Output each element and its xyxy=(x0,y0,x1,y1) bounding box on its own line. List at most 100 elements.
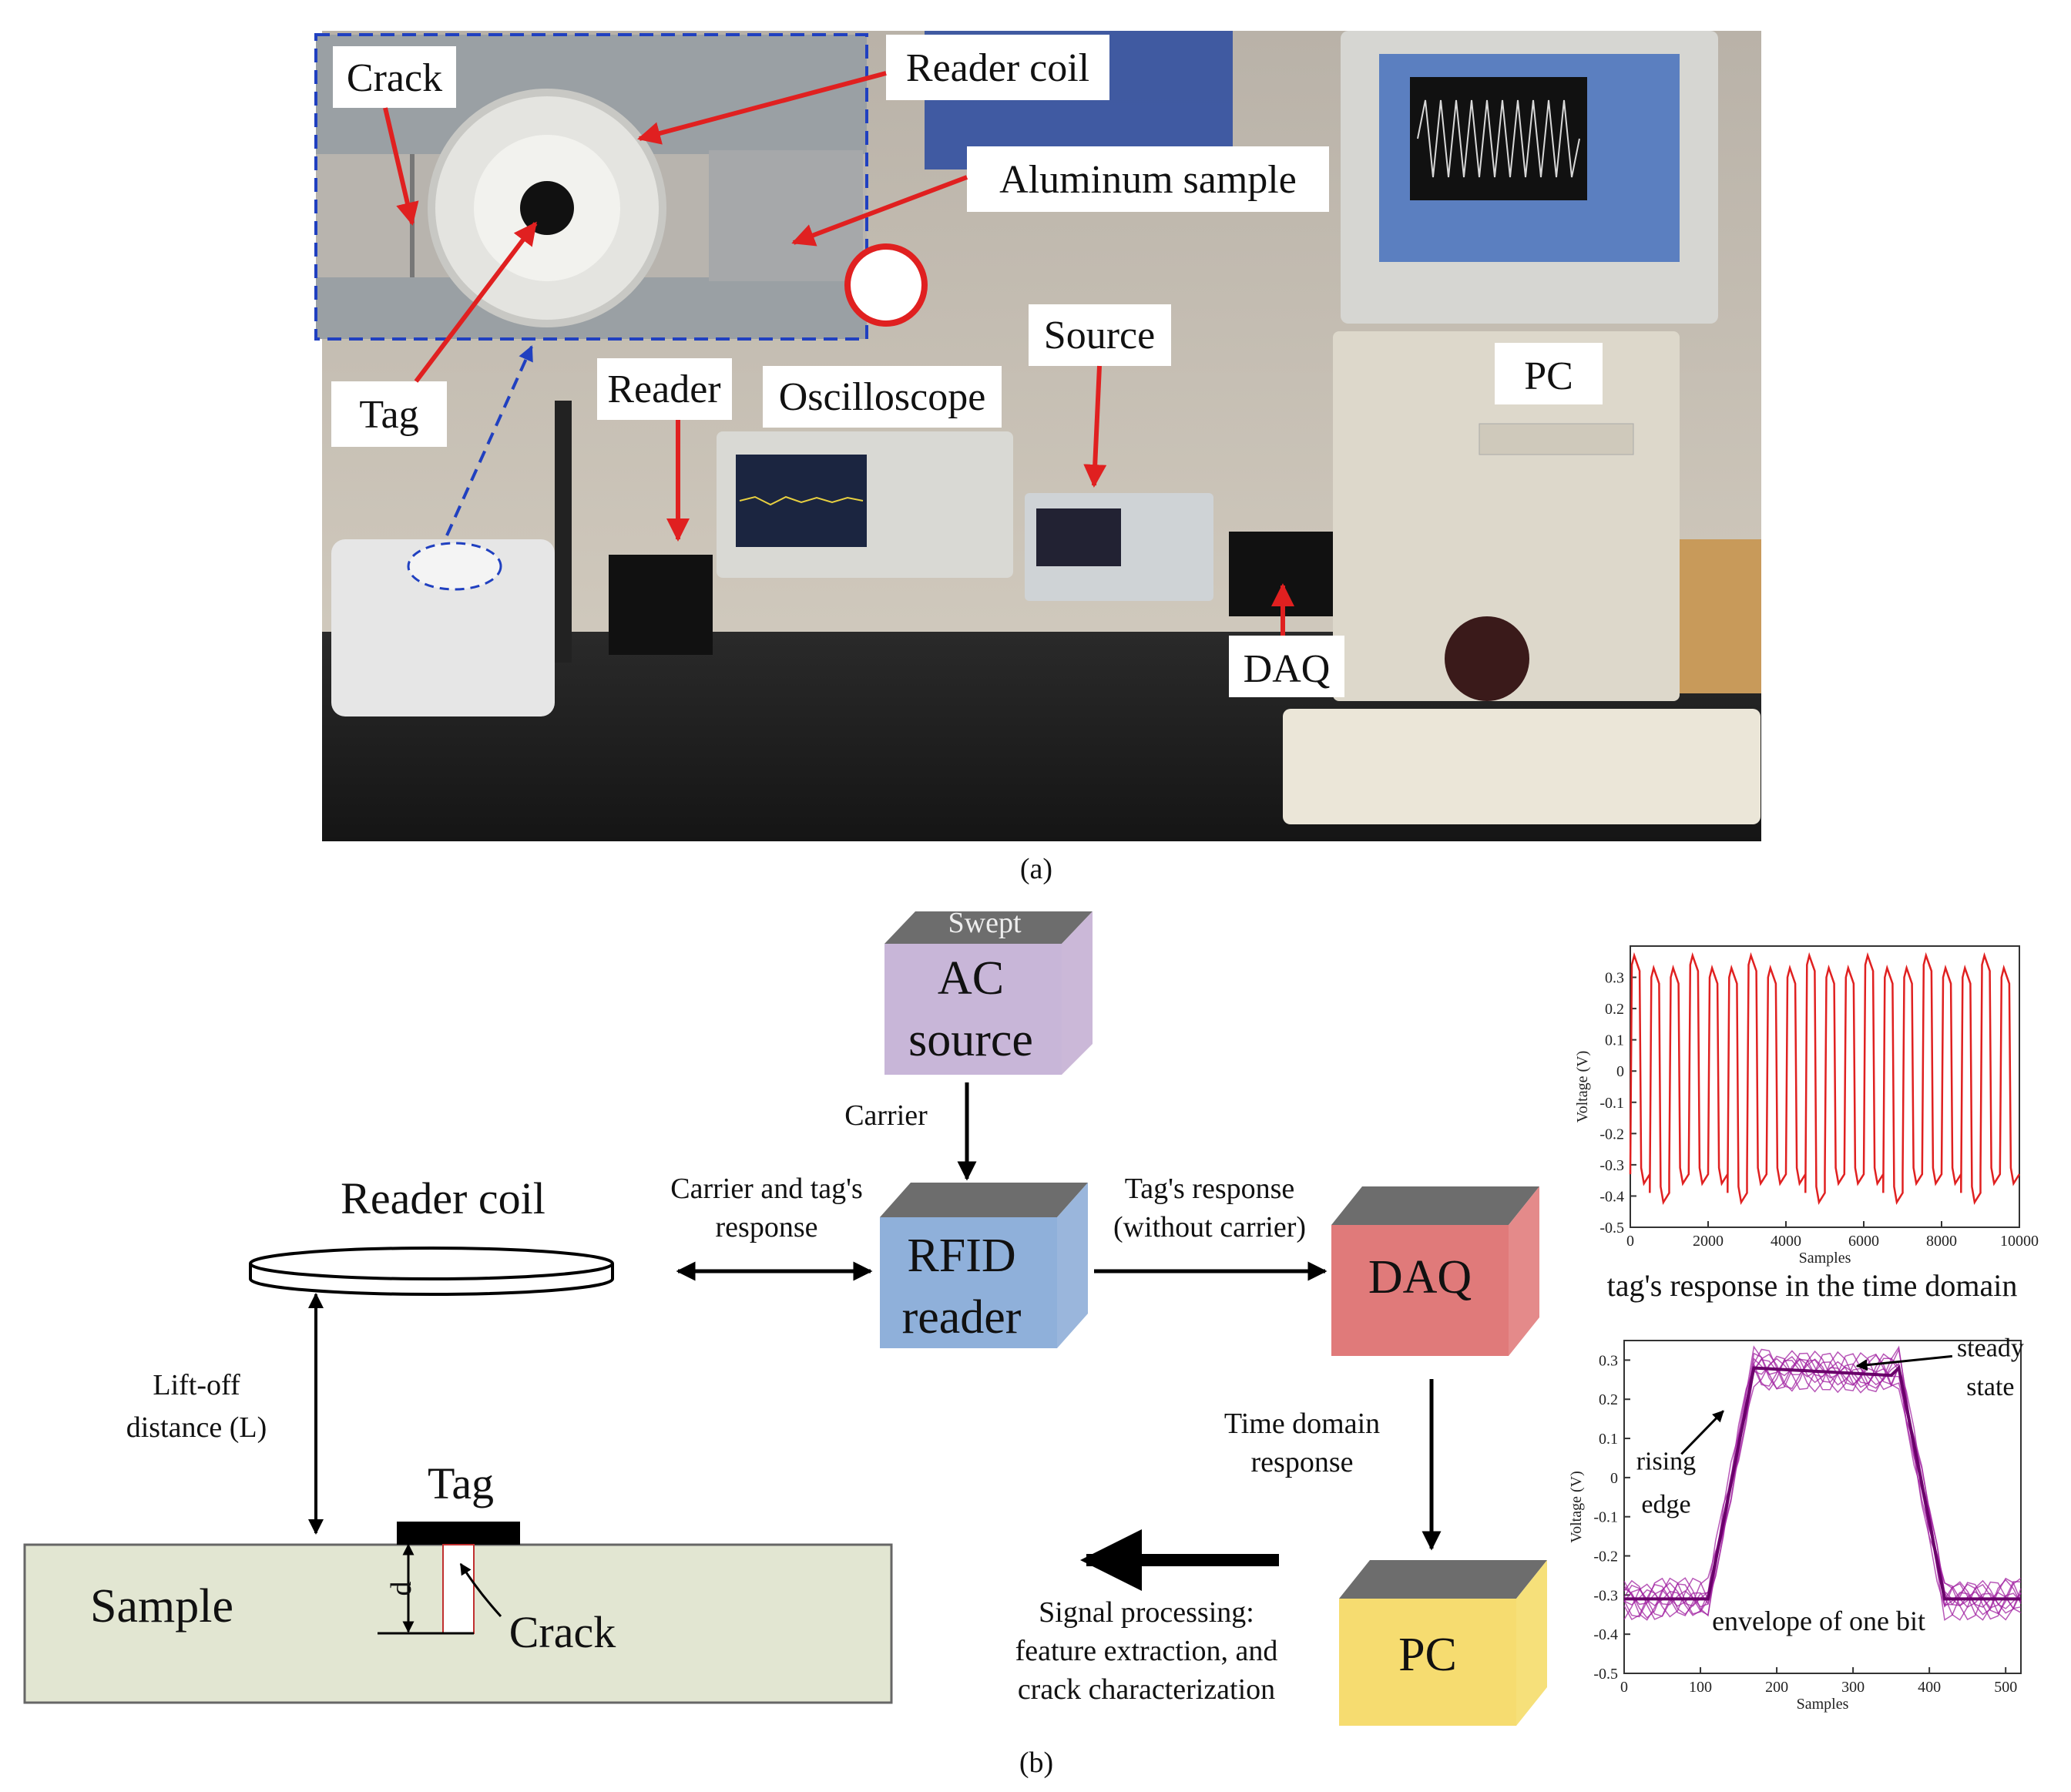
label-aluminum-sample: Aluminum sample xyxy=(999,158,1297,202)
label-box-crack xyxy=(333,46,456,108)
x-tick-label: 4000 xyxy=(1771,1233,1801,1250)
x-tick-label: 10000 xyxy=(2000,1233,2039,1250)
x-tick-label: 6000 xyxy=(1848,1233,1879,1250)
rfid-label: RFID xyxy=(907,1230,1015,1282)
time-response-chart: 0 2000 4000 6000 8000 10000 -0.5 -0.4 -0.3 -0.2 -0… xyxy=(1574,945,2039,1267)
signal-processing-2: feature extraction, and xyxy=(1015,1635,1278,1667)
y-tick-label: -0.4 xyxy=(1593,1626,1618,1643)
time-domain-label-1: Time domain xyxy=(1224,1408,1380,1440)
label-pc: PC xyxy=(1524,354,1573,398)
annotation-rising-arrow xyxy=(1680,1410,1724,1455)
signal-processing-3: crack characterization xyxy=(1018,1673,1275,1706)
tags-response-label-2: (without carrier) xyxy=(1113,1211,1306,1243)
y-tick-label: -0.3 xyxy=(1599,1157,1624,1174)
label-reader-coil: Reader coil xyxy=(906,46,1089,90)
series-envelope-trace xyxy=(1623,1351,2022,1621)
crack-label: Crack xyxy=(509,1607,616,1657)
y-tick-label: 0 xyxy=(1616,1063,1624,1080)
diagram-panel: Swept AC source Carrier RFID reader DAQ … xyxy=(23,907,1547,1779)
chart2-caption: envelope of one bit xyxy=(1712,1606,1925,1636)
swept-label: Swept xyxy=(948,907,1022,939)
annotation-rising-2: edge xyxy=(1641,1491,1690,1519)
x-tick-label: 2000 xyxy=(1693,1233,1724,1250)
reader-coil-label: Reader coil xyxy=(341,1173,545,1223)
y-tick-label: 0.2 xyxy=(1605,1001,1624,1018)
rfid-reader-block: RFID reader xyxy=(880,1183,1088,1348)
annotation-steady-arrow xyxy=(1855,1354,1953,1371)
ac-label: AC xyxy=(938,952,1004,1005)
x-tick-label: 300 xyxy=(1841,1679,1865,1696)
inset-border xyxy=(314,33,868,341)
y-tick-label: -0.5 xyxy=(1599,1220,1624,1237)
pc-sticker xyxy=(1445,616,1529,701)
y-tick-label: 0.3 xyxy=(1605,970,1624,987)
annotation-steady-2: state xyxy=(1966,1373,2014,1401)
source-screen xyxy=(1036,508,1121,566)
y-tick-label: 0.2 xyxy=(1599,1391,1618,1408)
reader-label: reader xyxy=(902,1291,1022,1344)
keyboard xyxy=(1283,709,1761,824)
label-reader: Reader xyxy=(607,367,720,411)
tag-shape xyxy=(397,1522,520,1545)
label-crack: Crack xyxy=(347,56,442,100)
label-oscilloscope: Oscilloscope xyxy=(779,375,986,419)
pc-label: PC xyxy=(1398,1629,1457,1681)
series-envelope-mean xyxy=(1624,1364,2021,1601)
inset-pointer xyxy=(445,345,533,536)
crack-shape xyxy=(442,1544,475,1634)
y-tick-label: 0.3 xyxy=(1599,1352,1618,1369)
daq-label: DAQ xyxy=(1368,1251,1472,1304)
daq-block: DAQ xyxy=(1331,1186,1539,1356)
inset-tag xyxy=(520,181,574,235)
annotation-rising-1: rising xyxy=(1636,1448,1696,1476)
plot-area xyxy=(1623,1340,2022,1674)
annotation-steady-1: steady xyxy=(1957,1334,2024,1362)
y-axis-label: Voltage (V) xyxy=(1568,1471,1585,1543)
x-tick-label: 100 xyxy=(1689,1679,1712,1696)
x-tick-label: 200 xyxy=(1765,1679,1788,1696)
y-tick-label: -0.3 xyxy=(1593,1587,1618,1604)
ac-source-block: Swept AC source xyxy=(884,907,1093,1075)
chart1-caption: tag's response in the time domain xyxy=(1607,1268,2018,1303)
x-tick-label: 0 xyxy=(1626,1233,1634,1250)
series-envelope-trace xyxy=(1623,1351,2022,1621)
y-tick-label: -0.1 xyxy=(1599,1095,1624,1112)
x-tick-label: 0 xyxy=(1620,1679,1628,1696)
no-hand-sign xyxy=(844,243,928,327)
y-tick-label: -0.2 xyxy=(1593,1549,1618,1565)
time-domain-label-2: response xyxy=(1251,1446,1354,1478)
photo-arrows xyxy=(383,71,1294,636)
series-time-response xyxy=(1629,951,2021,1206)
tag-label: Tag xyxy=(428,1458,494,1508)
y-tick-label: 0.1 xyxy=(1599,1431,1618,1448)
carrier-and-tag-label-1: Carrier and tag's xyxy=(670,1173,863,1205)
sample-circle xyxy=(407,542,502,591)
y-tick-label: -0.2 xyxy=(1599,1126,1624,1143)
reader-box xyxy=(609,555,713,655)
y-axis-label: Voltage (V) xyxy=(1574,1051,1591,1123)
label-source: Source xyxy=(1044,314,1155,357)
depth-label: d xyxy=(385,1582,418,1596)
y-tick-label: -0.4 xyxy=(1599,1188,1624,1205)
series-envelope-trace xyxy=(1623,1352,2022,1618)
y-tick-label: -0.1 xyxy=(1593,1509,1618,1526)
label-daq: DAQ xyxy=(1244,647,1331,691)
x-axis-label: Samples xyxy=(1797,1696,1849,1713)
reader-coil-shape xyxy=(249,1247,614,1280)
caption-a: (a) xyxy=(1020,853,1052,885)
label-tag: Tag xyxy=(359,393,418,437)
source-label: source xyxy=(908,1014,1033,1066)
sample-stage xyxy=(331,539,555,716)
oscilloscope-screen xyxy=(736,455,867,547)
y-tick-label: 0.1 xyxy=(1605,1032,1624,1049)
x-axis-label: Samples xyxy=(1799,1250,1851,1267)
series-envelope-trace xyxy=(1623,1347,2022,1617)
series-envelope-trace xyxy=(1623,1352,2022,1619)
x-tick-label: 8000 xyxy=(1926,1233,1957,1250)
series-envelope-trace xyxy=(1623,1353,2022,1621)
signal-processing-1: Signal processing: xyxy=(1039,1596,1254,1629)
lift-off-label-1: Lift-off xyxy=(153,1369,240,1401)
lift-off-label-2: distance (L) xyxy=(126,1411,267,1444)
